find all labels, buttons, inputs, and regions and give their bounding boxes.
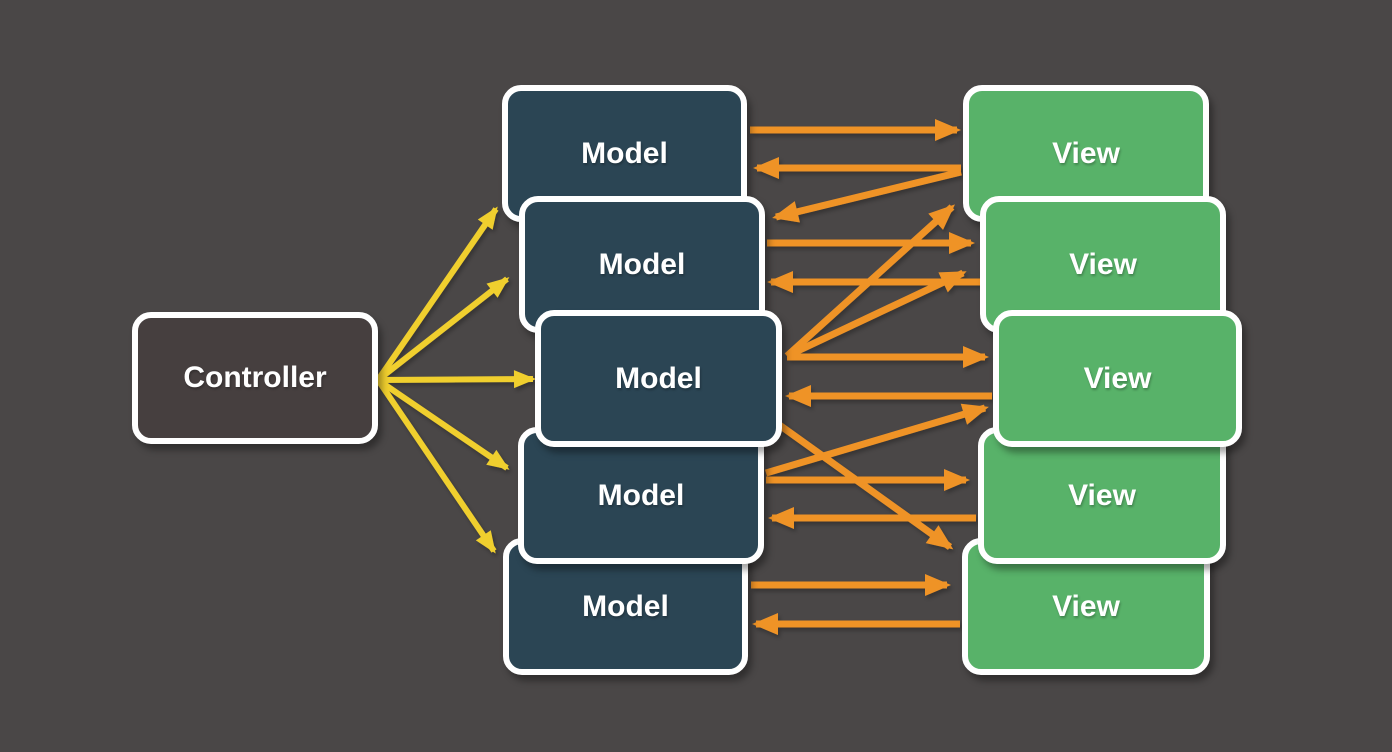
edge-controller-to-model-3 [377,370,536,389]
view-5-label: View [1052,589,1120,623]
controller-model-arrows [375,206,536,554]
view-1-label: View [1052,136,1120,170]
edge-model-4-to-view-3 [765,403,989,477]
model-1-label: Model [581,136,668,170]
edge-controller-to-model-1 [375,206,499,382]
model-2-label: Model [598,247,686,281]
view-3-label: View [1083,361,1152,395]
edge-model-3-to-view-1 [784,204,955,359]
model-4-node: Model [518,427,764,564]
edge-controller-to-model-2 [376,276,510,383]
model-3-node: Model [535,310,782,447]
controller-node: Controller [132,312,378,444]
view-2-label: View [1069,247,1137,281]
model-4-label: Model [597,478,685,512]
model-3-label: Model [615,361,702,395]
model-view-arrows [750,119,992,635]
model-5-label: Model [582,589,669,623]
controller-label: Controller [183,361,327,394]
view-4-node: View [978,427,1226,564]
edge-view-1-to-model-2 [772,168,962,223]
view-4-label: View [1068,478,1136,512]
view-3-node: View [993,310,1242,447]
edge-model-3-to-view-2 [785,269,967,360]
edge-controller-to-model-4 [376,377,510,471]
edge-model-3-to-view-5 [775,421,954,550]
edge-controller-to-model-5 [375,378,497,554]
